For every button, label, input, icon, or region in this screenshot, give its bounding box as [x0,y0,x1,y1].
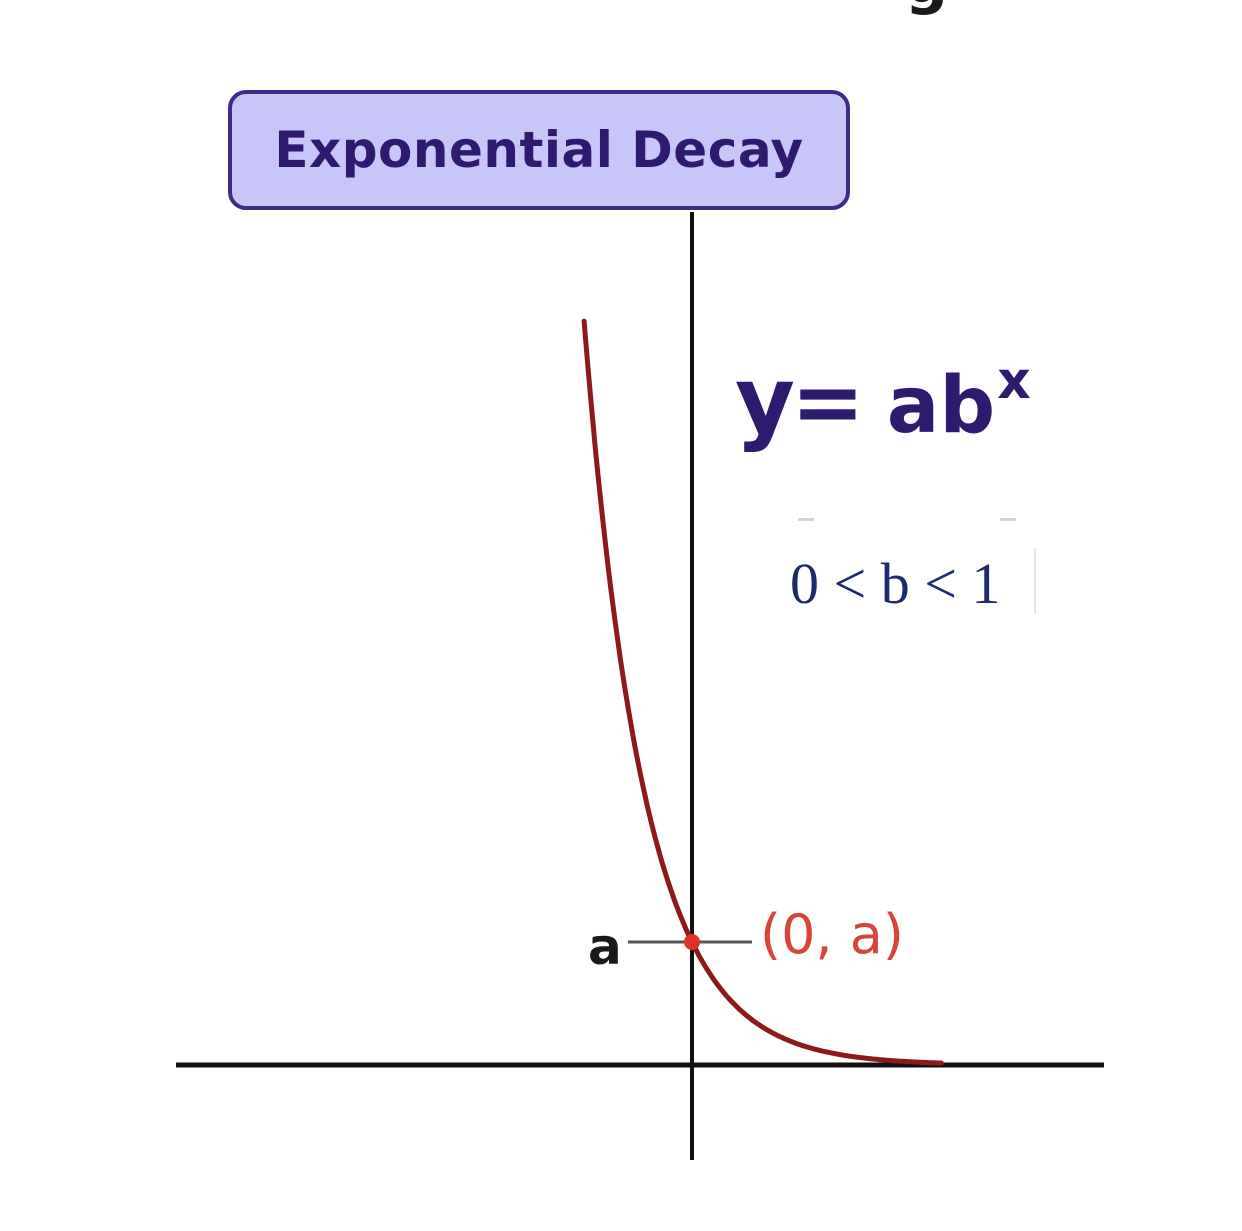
equation-lhs: y [735,347,795,454]
condition-divider [1034,548,1036,614]
equation-exponent: x [997,351,1031,411]
base-condition: 0 < b < 1 [790,551,1001,616]
y-intercept-tick-label: a [588,918,622,976]
chart-title: Exponential Decay [274,121,804,179]
condition-mark-left [798,518,814,521]
cropped-heading-fragment: g [905,0,948,12]
equation: y=abx [735,355,1031,447]
decay-curve [581,318,944,1066]
intercept-point [684,934,700,950]
intercept-point-label: (0, a) [760,903,904,966]
condition-mark-right [1000,518,1016,521]
chart-title-box: Exponential Decay [228,90,850,210]
equation-base: ab [886,361,996,451]
equation-sign: = [790,350,865,453]
